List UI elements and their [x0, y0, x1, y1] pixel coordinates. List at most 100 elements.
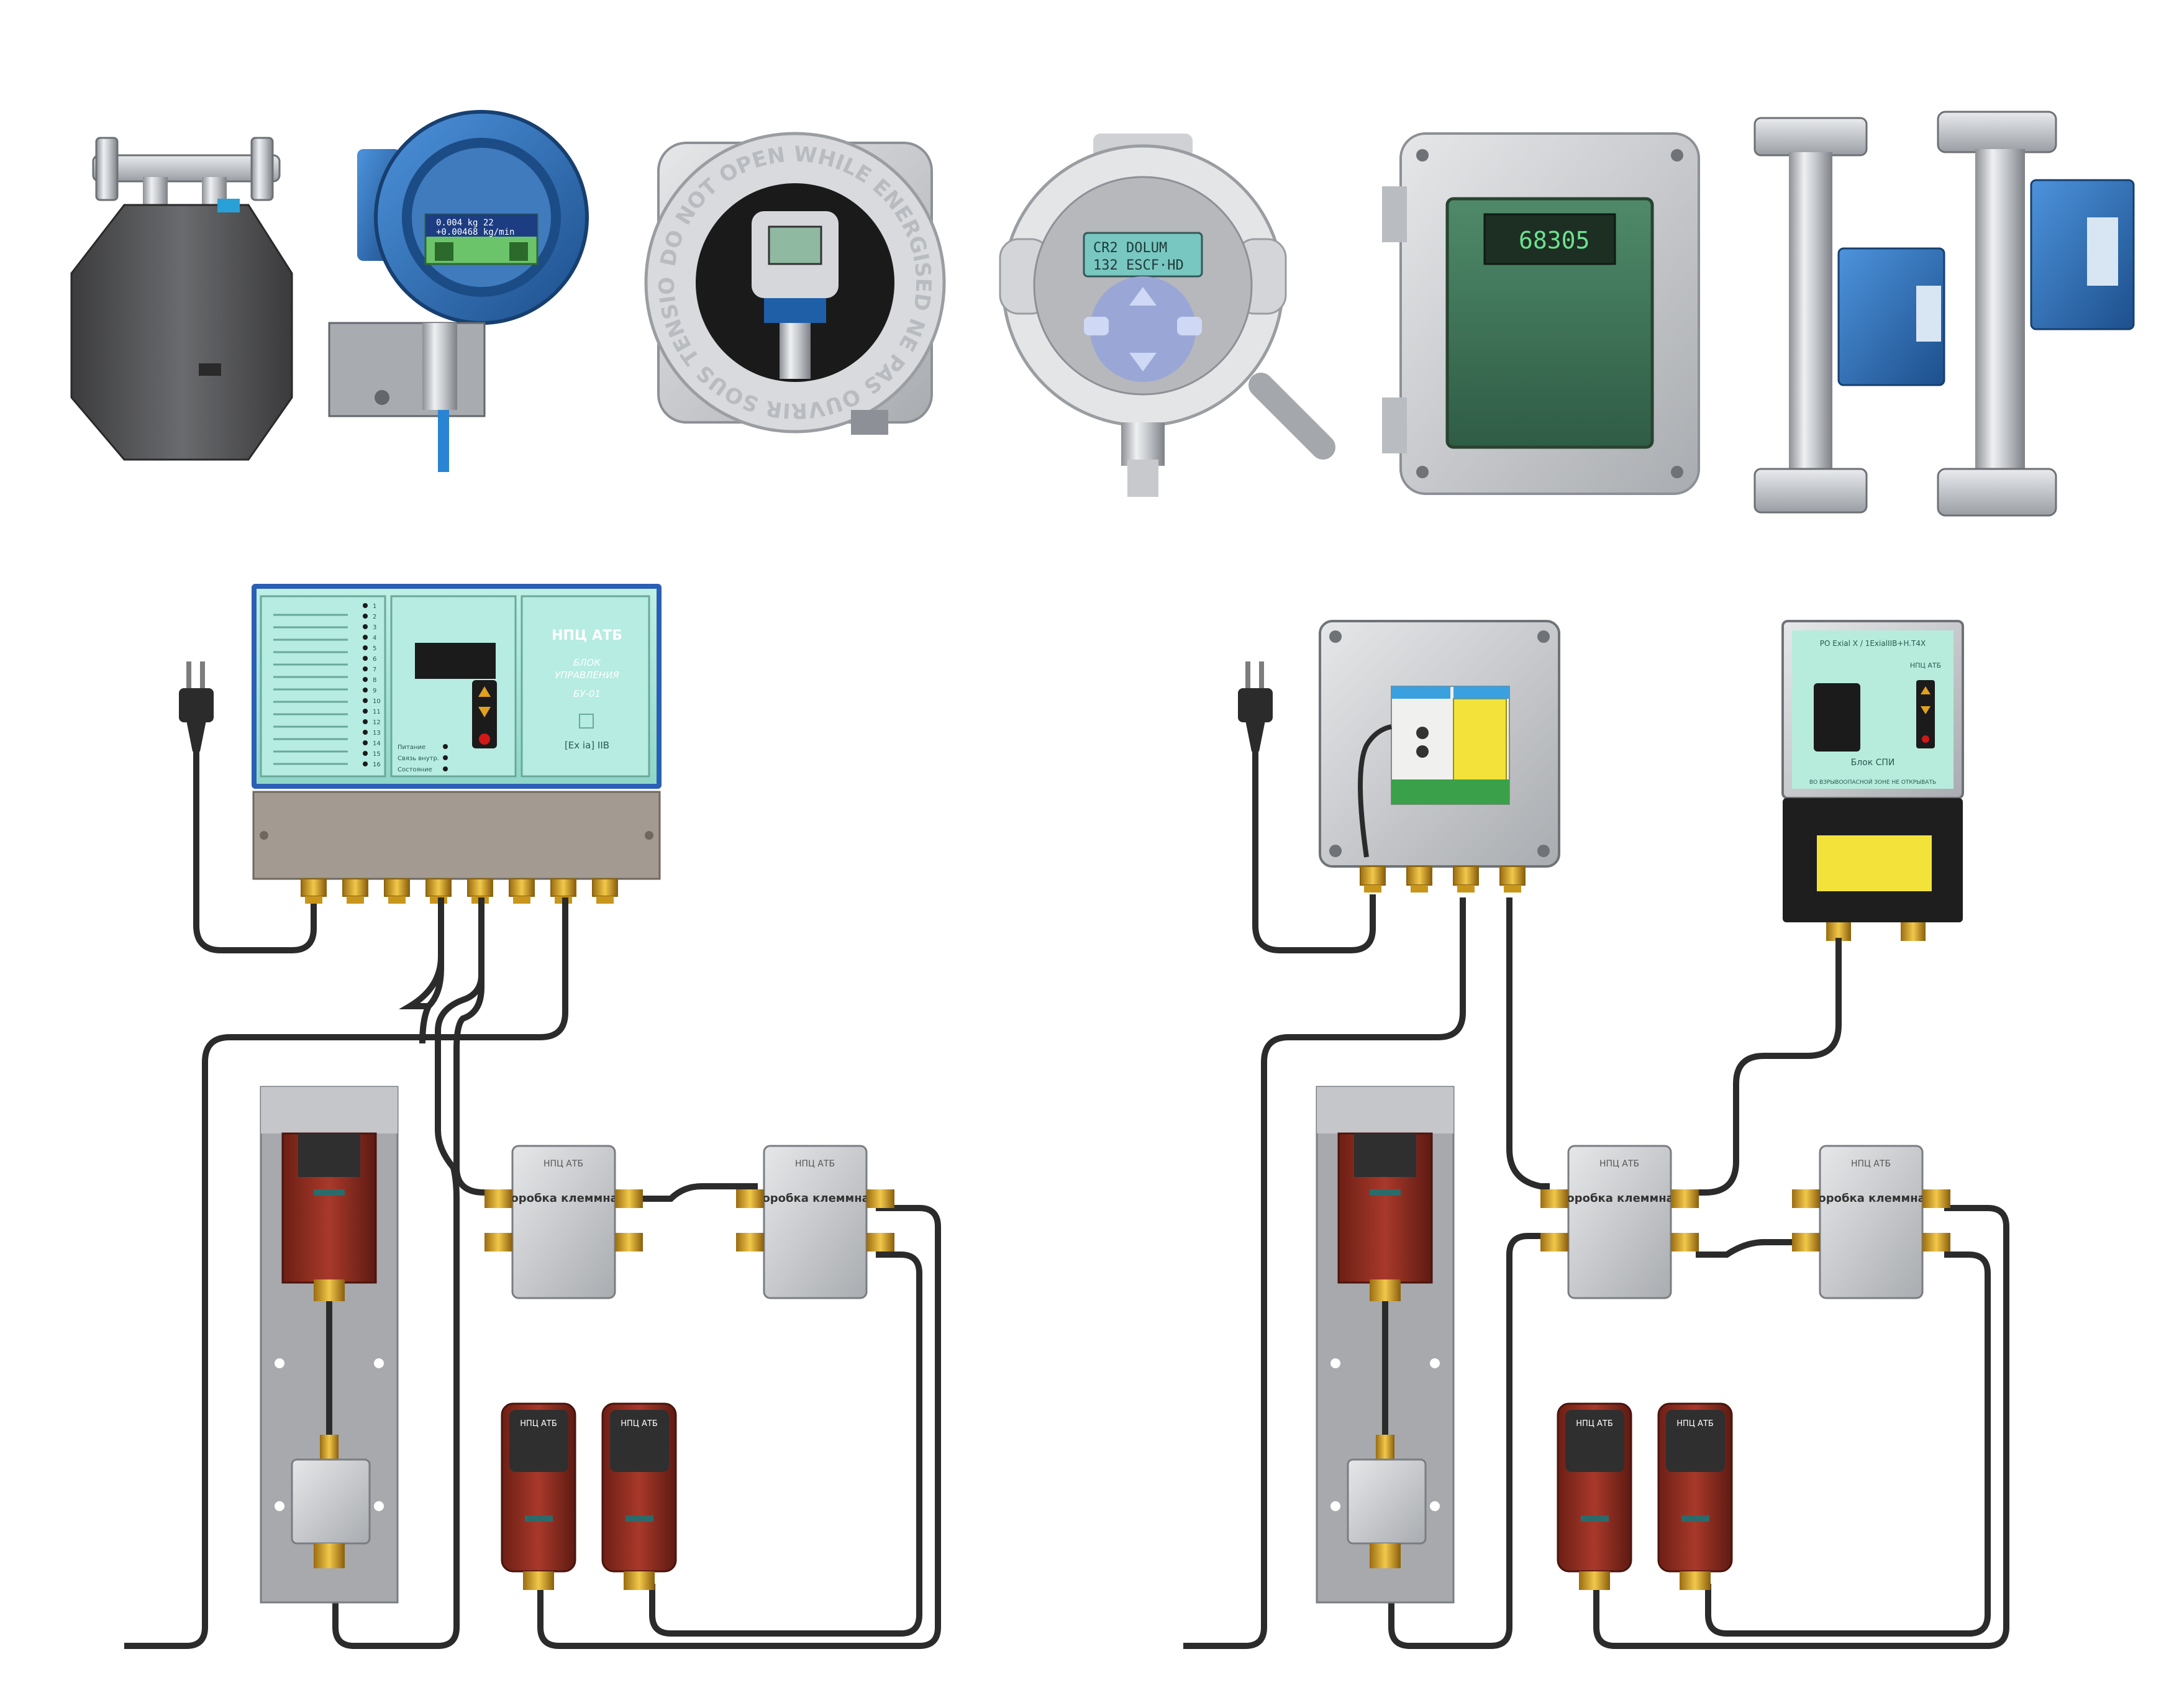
blue-transmitter: 0.004 kg 22 +0.00468 kg/min: [328, 110, 589, 472]
junction-box-label: Коробка клеммная: [502, 1192, 625, 1205]
status-label-link: Связь внутр.: [398, 755, 439, 762]
channel-led: [363, 603, 368, 608]
channel-led: [363, 688, 368, 693]
arrow-down-icon: [478, 707, 491, 717]
spi-unit: PO Exial X / 1ExialIIB+H.T4X НПЦ АТБ Бло…: [1781, 620, 1964, 941]
cable-gland-icon: [592, 878, 618, 904]
channel-number: 1: [373, 603, 376, 610]
sensor-brand: НПЦ АТБ: [1676, 1419, 1714, 1429]
variable-area-flowmeter-right: [1937, 111, 2135, 517]
control-unit-brand: НПЦ АТБ: [552, 628, 622, 643]
channel-number: 13: [373, 730, 381, 737]
channel-led: [363, 751, 368, 756]
channel-led: [363, 614, 368, 619]
channel-led: [363, 645, 368, 650]
cable-gland-icon: [1360, 866, 1386, 893]
sensor-brand: НПЦ АТБ: [1576, 1419, 1613, 1429]
channel-number: 6: [373, 656, 376, 663]
transmitter-lcd-line2: +0.00468 kg/min: [436, 227, 514, 237]
junction-box-brand: НПЦ АТБ: [795, 1159, 835, 1169]
sensor-right-2: НПЦ АТБ: [1657, 1402, 1733, 1590]
channel-led: [363, 677, 368, 682]
junction-box-label: Коробка клеммная: [1809, 1192, 1933, 1205]
sensor-right-1: НПЦ АТБ: [1557, 1402, 1632, 1590]
channel-number: 11: [373, 709, 381, 715]
power-plug-icon: [179, 661, 214, 752]
channel-number: 2: [373, 614, 376, 620]
cable-gland-icon: [384, 878, 410, 904]
channel-led: [363, 761, 368, 766]
channel-led: [363, 709, 368, 714]
left-mounting-rail: [260, 1086, 399, 1604]
junction-box-left-2: НПЦ АТБ Коробка клеммная: [736, 1145, 894, 1299]
junction-box-brand: НПЦ АТБ: [1599, 1159, 1639, 1169]
junction-box-label: Коробка клеммная: [753, 1192, 877, 1205]
channel-number: 8: [373, 677, 376, 684]
channel-led: [363, 666, 368, 671]
sensor-left-1: НПЦ АТБ: [501, 1402, 576, 1590]
left-cables: [124, 897, 941, 1649]
channel-led: [363, 719, 368, 724]
wall-display-enclosure: 68305: [1382, 132, 1700, 495]
spi-title: Блок СПИ: [1851, 758, 1895, 768]
junction-box-brand: НПЦ АТБ: [1851, 1159, 1891, 1169]
channel-led: [363, 624, 368, 629]
power-plug-left: [179, 661, 317, 953]
cable-gland-icon: [509, 878, 535, 904]
control-unit-title-1: БЛОК: [573, 657, 601, 668]
channel-number: 4: [373, 635, 376, 642]
cable-gland-icon: [301, 878, 327, 904]
junction-box-label: Коробка клеммная: [1558, 1192, 1681, 1205]
channel-number: 15: [373, 751, 381, 758]
channel-led: [363, 656, 368, 661]
channel-number: 3: [373, 624, 376, 631]
junction-box-right-2: НПЦ АТБ Коробка клеммная: [1792, 1145, 1950, 1299]
spi-warning: ВО ВЗРЫВООПАСНОЙ ЗОНЕ НЕ ОТКРЫВАТЬ: [1809, 778, 1936, 786]
right-mounting-rail: [1316, 1086, 1455, 1604]
channel-number: 9: [373, 688, 376, 694]
cable-gland-icon: [1406, 866, 1432, 893]
control-unit-model: БУ-01: [573, 688, 601, 699]
channel-number: 5: [373, 645, 376, 652]
coriolis-flowmeter: [70, 137, 293, 461]
variable-area-flowmeter-left: [1753, 117, 1945, 514]
din-box-glands: [1360, 866, 1526, 893]
control-unit-glands: [301, 878, 618, 904]
sensor-brand: НПЦ АТБ: [520, 1419, 557, 1429]
sensor-brand: НПЦ АТБ: [621, 1419, 658, 1429]
channel-led: [363, 730, 368, 735]
junction-box-left-1: НПЦ АТБ Коробка клеммная: [484, 1145, 643, 1299]
channel-led: [363, 740, 368, 745]
compact-lcd-line2: 132 ESCF·HD: [1093, 258, 1184, 273]
cable-gland-icon: [342, 878, 368, 904]
channel-led: [363, 698, 368, 703]
right-cables: [1183, 897, 2009, 1649]
power-plug-icon: [1238, 661, 1273, 752]
channel-number: 16: [373, 761, 381, 768]
control-unit-title-2: УПРАВЛЕНИЯ: [555, 670, 619, 681]
power-plug-right: [1238, 661, 1376, 953]
spi-header: PO Exial X / 1ExialIIB+H.T4X: [1820, 639, 1926, 648]
cable-gland-icon: [1453, 866, 1479, 893]
spi-brand: НПЦ АТБ: [1910, 661, 1941, 670]
sensor-left-2: НПЦ АТБ: [601, 1402, 677, 1590]
channel-led: [363, 635, 368, 640]
channel-number: 12: [373, 719, 381, 726]
wall-display-value: 68305: [1519, 227, 1590, 254]
junction-box-right-1: НПЦ АТБ Коробка клеммная: [1540, 1145, 1699, 1299]
cable-gland-icon: [1499, 866, 1526, 893]
junction-box-brand: НПЦ АТБ: [544, 1159, 583, 1169]
compact-lcd-line1: CR2 DOLUM: [1093, 240, 1167, 256]
channel-number: 10: [373, 698, 381, 705]
arrow-up-icon: [478, 686, 491, 697]
channel-number: 14: [373, 740, 381, 747]
compact-transmitter: CR2 DOLUM 132 ESCF·HD: [999, 134, 1335, 497]
channel-number: 7: [373, 666, 376, 673]
din-control-box: [1319, 620, 1560, 868]
control-unit-ex-mark: [Ex ia] IIB: [565, 740, 609, 751]
vent-lines: [273, 614, 348, 765]
status-label-power: Питание: [398, 744, 425, 751]
